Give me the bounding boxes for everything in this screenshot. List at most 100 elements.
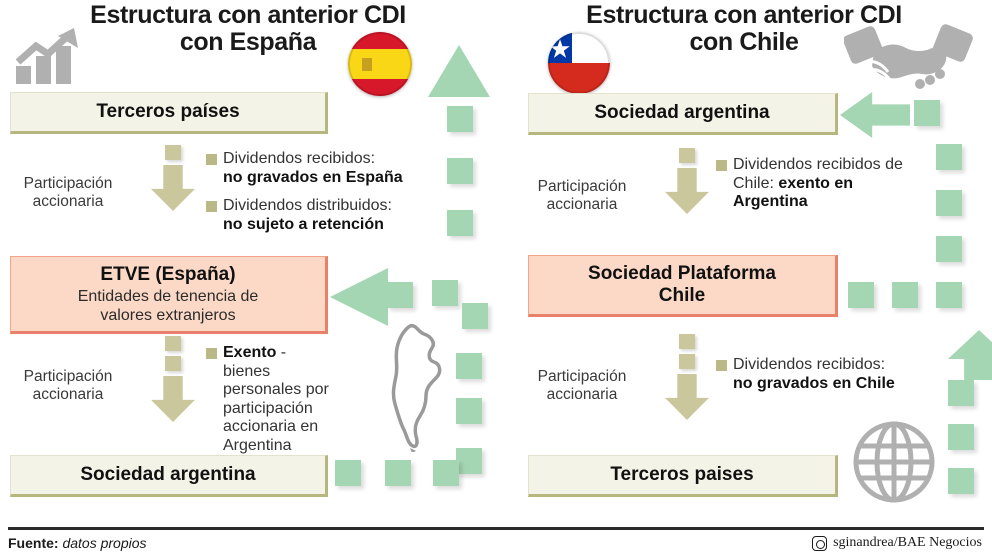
green-left-triangle-icon (330, 268, 388, 326)
green-square-decor (447, 158, 473, 184)
bullet-bold-text: no sujeto a retención (223, 215, 384, 233)
list-item: Dividendos recibidos: no gravados en Chi… (716, 356, 936, 393)
title-line-2: con Chile (689, 28, 799, 56)
side-label-participacion-2: Participación accionaria (23, 368, 113, 403)
bullet-bold-lead: Exento (223, 344, 277, 361)
arrow-dot-square (165, 145, 181, 160)
green-square-decor (385, 460, 411, 486)
green-square-decor (447, 210, 473, 236)
flow-arrow-down-1 (662, 148, 712, 214)
green-square-decor (447, 106, 473, 132)
bullet-square-icon (206, 348, 217, 359)
box-header: Sociedad argentina (594, 102, 770, 123)
arrow-dot-square (679, 354, 695, 369)
list-item: Dividendos distribuidos: no sujeto a ret… (206, 197, 446, 234)
green-square-decor (432, 280, 458, 306)
green-square-decor (892, 282, 918, 308)
box-sociedad-argentina-top: Sociedad argentina (528, 93, 838, 135)
bullet-bold-text: no gravados en Chile (733, 374, 895, 392)
green-square-decor (936, 236, 962, 262)
side-label-participacion-1: Participación accionaria (23, 175, 113, 210)
credit-text: sginandrea/BAE Negocios (833, 535, 982, 550)
arrow-dot-square (165, 356, 181, 371)
green-square-decor (914, 100, 940, 126)
bar-chart-growth-icon (12, 28, 84, 91)
arrow-dot-square (165, 336, 181, 351)
box-header: Terceros paises (610, 464, 754, 485)
credit-note: sginandrea/BAE Negocios (812, 535, 982, 551)
flow-arrow-down-2 (148, 336, 198, 422)
box-header: ETVE (España) (100, 263, 236, 285)
column-spain: Estructura con anterior CDI con España (0, 0, 496, 512)
green-square-decor (456, 448, 482, 474)
spain-flag-icon (348, 32, 412, 96)
flow-arrow-down-1 (148, 145, 198, 211)
column-title-chile: Estructura con anterior CDI con Chile (496, 2, 992, 56)
footer-divider (8, 527, 984, 530)
green-square-decor (936, 144, 962, 170)
box-header: Sociedad argentina (80, 464, 256, 485)
bullet-square-icon (716, 360, 727, 371)
arrow-down-icon (665, 168, 709, 214)
title-line-1: Estructura con anterior CDI (586, 1, 902, 29)
argentina-map-icon (382, 322, 454, 457)
handshake-icon (843, 22, 974, 107)
box-subtext: Entidades de tenencia de valores extranj… (77, 287, 259, 324)
bullet-normal-text: Dividendos recibidos: (733, 356, 886, 373)
green-square-decor (456, 398, 482, 424)
source-note: Fuente: datos propios (8, 535, 147, 551)
arrow-down-icon (151, 376, 195, 422)
globe-icon (852, 420, 936, 509)
box-header: Sociedad Plataforma Chile (588, 263, 776, 306)
bullet-normal-text: - bienes personales por participación ac… (223, 344, 329, 454)
column-title-spain: Estructura con anterior CDI con España (0, 2, 496, 56)
green-square-decor (848, 282, 874, 308)
green-square-decor (936, 282, 962, 308)
bullet-bold-text: no gravados en España (223, 168, 403, 186)
green-square-decor (433, 460, 459, 486)
green-square-decor (948, 468, 974, 494)
box-terceros-paises: Terceros países (10, 92, 328, 134)
title-line-1: Estructura con anterior CDI (90, 1, 406, 29)
green-square-decor (335, 460, 361, 486)
list-item: Dividendos recibidos: no gravados en Esp… (206, 150, 446, 187)
bullet-square-icon (716, 160, 727, 171)
box-sociedad-argentina: Sociedad argentina (10, 455, 328, 497)
box-etve-espana: ETVE (España) Entidades de tenencia de v… (10, 256, 328, 334)
arrow-down-icon (151, 165, 195, 211)
box-header: Terceros países (96, 101, 240, 122)
chile-flag-icon (548, 32, 610, 94)
green-up-arrow-icon (948, 330, 992, 380)
column-chile: Estructura con anterior CDI con Chile (496, 0, 992, 512)
bullet-normal-text: Dividendos recibidos de Chile: (733, 156, 903, 192)
instagram-icon (812, 535, 828, 551)
green-square-decor (948, 380, 974, 406)
title-line-2: con España (179, 28, 317, 56)
box-terceros-paises-bottom: Terceros paises (528, 455, 838, 497)
bullet-square-icon (206, 201, 217, 212)
bullet-list-1: Dividendos recibidos: no gravados en Esp… (206, 150, 446, 244)
list-item: Dividendos recibidos de Chile: exento en… (716, 156, 928, 212)
green-square-decor (462, 303, 488, 329)
bullet-list-2: Dividendos recibidos: no gravados en Chi… (716, 356, 936, 403)
green-square-decor (948, 424, 974, 450)
source-label: Fuente: (8, 535, 59, 551)
source-value: datos propios (62, 535, 147, 551)
flow-arrow-down-2 (662, 334, 712, 420)
list-item: Exento - bienes personales por participa… (206, 344, 336, 455)
arrow-down-icon (665, 374, 709, 420)
bullet-square-icon (206, 154, 217, 165)
bullet-normal-text: Dividendos recibidos: (223, 150, 376, 167)
bullet-bold-text: exento en Argentina (733, 174, 854, 211)
arrow-dot-square (679, 334, 695, 349)
green-square-decor (456, 353, 482, 379)
box-sociedad-plataforma-chile: Sociedad Plataforma Chile (528, 255, 838, 317)
bullet-list-2: Exento - bienes personales por participa… (206, 344, 336, 465)
side-label-participacion-2: Participación accionaria (537, 368, 627, 403)
green-square-decor (936, 190, 962, 216)
bullet-list-1: Dividendos recibidos de Chile: exento en… (716, 156, 928, 222)
bullet-normal-text: Dividendos distribuidos: (223, 197, 392, 214)
arrow-dot-square (679, 148, 695, 163)
green-square-decor (387, 282, 413, 308)
